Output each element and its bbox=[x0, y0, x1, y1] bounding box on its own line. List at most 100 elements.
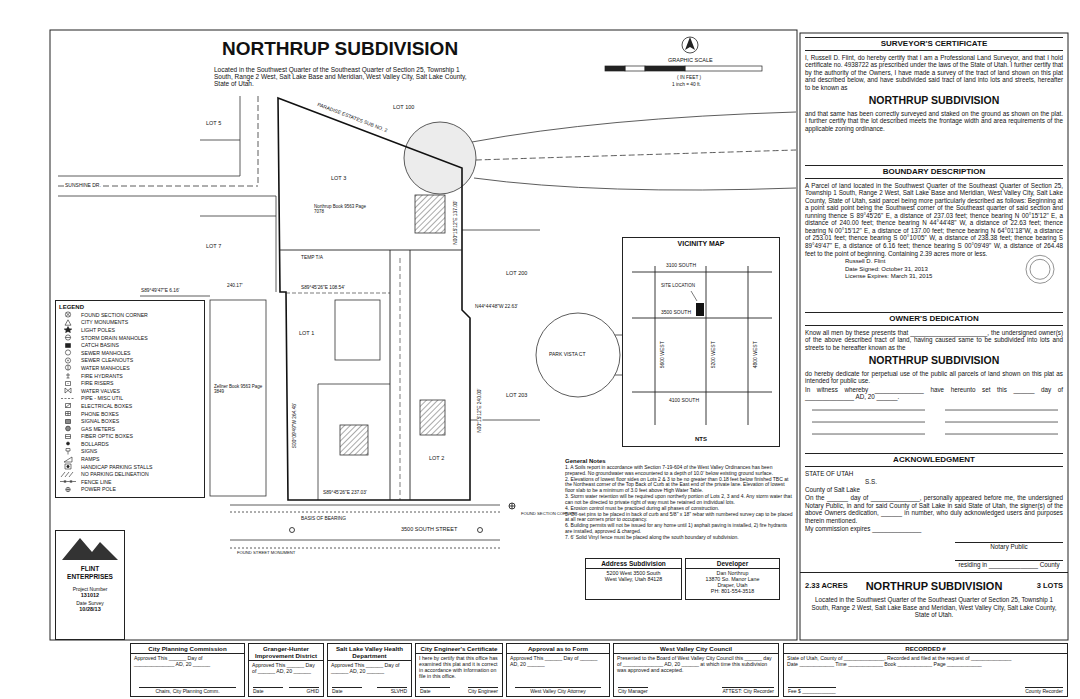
graphic-scale bbox=[625, 66, 645, 71]
certificate-section: OWNER'S DEDICATIONKnow all men by these … bbox=[804, 312, 1064, 446]
lot-line bbox=[286, 293, 390, 294]
legend-label: CITY MONUMENTS bbox=[81, 319, 128, 325]
legend-symbol bbox=[66, 434, 71, 438]
signature-line bbox=[812, 410, 925, 411]
legend-entry: FOUND SECTION CORNER bbox=[59, 311, 201, 319]
legend-symbol bbox=[59, 387, 77, 394]
legend-symbol bbox=[65, 350, 70, 355]
plan-label: SUNSHINE DR. bbox=[64, 183, 102, 189]
legend-label: FIRE RISERS bbox=[81, 380, 114, 386]
legend-symbol bbox=[65, 337, 70, 338]
legend-label: SIGNAL BOXES bbox=[81, 418, 119, 424]
section-heading: BOUNDARY DESCRIPTION bbox=[805, 165, 1063, 179]
signature-caption: SLVHD bbox=[377, 687, 407, 695]
company-logo bbox=[62, 538, 118, 560]
box-heading: City Planning Commission bbox=[131, 645, 244, 654]
site-location-marker bbox=[696, 303, 704, 316]
plan-label: 3100 SOUTH bbox=[665, 263, 697, 269]
vicinity-street bbox=[632, 272, 772, 273]
legend-symbol bbox=[59, 364, 77, 371]
box-text: West Valley, Utah 84128 bbox=[588, 576, 679, 582]
signature-caption: Fee $ ____________ bbox=[788, 687, 836, 695]
legend-label: GAS METERS bbox=[81, 426, 115, 432]
plan-label: ( IN FEET ) bbox=[676, 75, 702, 80]
legend-symbol bbox=[67, 442, 70, 445]
plan-label: S89°45'26"E 237.03' bbox=[322, 490, 368, 495]
vicinity-street bbox=[748, 266, 749, 425]
legend-entry: CITY MONUMENTS bbox=[59, 319, 201, 327]
legend-symbol bbox=[61, 398, 75, 399]
legend-label: WATER VALVES bbox=[81, 388, 120, 394]
body-text: Know all men by these presents that ____… bbox=[805, 329, 1063, 352]
legend-symbol bbox=[65, 312, 70, 317]
subdivision-name: NORTHRUP SUBDIVISION bbox=[805, 354, 1063, 367]
sheet-frame bbox=[50, 30, 1068, 640]
signature-caption: West Valley City Attorney bbox=[515, 687, 601, 695]
legend-symbol bbox=[64, 327, 72, 333]
legend-symbol bbox=[60, 480, 76, 483]
body-text: County of Salt Lake bbox=[805, 486, 1063, 494]
plan-label: LOT 200 bbox=[505, 270, 528, 276]
legend-entry: RAMPS bbox=[59, 455, 201, 463]
note-text: 4. Erosion control must be practiced dur… bbox=[565, 506, 793, 512]
plan-label: 5200 WEST bbox=[710, 340, 716, 369]
box-text: Approved This ______ Day of ______ AD, 2… bbox=[331, 663, 408, 675]
legend-entry: HANDICAP PARKING STALLS bbox=[59, 463, 201, 471]
surveyor-seal bbox=[1026, 255, 1054, 283]
plan-label: Zellner Book 9563 Page 3849 bbox=[213, 385, 265, 395]
vicinity-street bbox=[632, 318, 772, 319]
plan-label: N00°15'12"E 137.00' bbox=[453, 199, 458, 245]
plan-label: 4800 WEST bbox=[752, 340, 758, 369]
sheet-title: NORTHRUP SUBDIVISION bbox=[222, 39, 458, 60]
graphic-scale bbox=[685, 66, 762, 71]
north-arrow bbox=[682, 37, 698, 53]
vicinity-street bbox=[691, 291, 697, 301]
legend-entry: BOLLARDS bbox=[59, 440, 201, 448]
legend-entry: GAS METERS bbox=[59, 425, 201, 433]
legend-symbol bbox=[64, 457, 72, 462]
subdivision-boundary bbox=[278, 98, 470, 500]
legend-symbol bbox=[59, 456, 77, 463]
legend-label: RAMPS bbox=[81, 456, 99, 462]
legend-symbol bbox=[65, 358, 70, 363]
monument-symbol bbox=[509, 503, 515, 509]
vicinity-street bbox=[655, 266, 656, 425]
legend-symbol bbox=[59, 326, 77, 333]
lot-line bbox=[280, 250, 462, 500]
street-line bbox=[230, 512, 500, 513]
signature-text: Date Signed: October 31, 2013 bbox=[805, 266, 1063, 274]
signature-caption: Date bbox=[420, 687, 450, 695]
legend-entry: CATCH BASINS bbox=[59, 341, 201, 349]
signature-caption: Date bbox=[332, 687, 362, 695]
note-text: 3. Storm water retention will be require… bbox=[565, 494, 793, 505]
signature-caption: City Engineer bbox=[468, 687, 498, 695]
legend-symbol bbox=[67, 465, 69, 467]
plan-label: 3500 SOUTH STREET bbox=[400, 526, 458, 532]
legend-entry: SIGNS bbox=[59, 448, 201, 456]
vicinity-street bbox=[632, 266, 772, 425]
street-line bbox=[462, 230, 540, 231]
legend-symbol bbox=[66, 373, 70, 378]
plan-label: SITE LOCATION bbox=[660, 284, 696, 289]
certificate-section: ACKNOWLEDGMENTSTATE OF UTAHS.S.County of… bbox=[804, 453, 1064, 568]
street-line bbox=[230, 505, 500, 506]
legend-entry: PIPE - MISC UTIL bbox=[59, 395, 201, 403]
legend-entry: ELECTRICAL BOXES bbox=[59, 402, 201, 410]
body-text: and that same has been correctly surveye… bbox=[805, 110, 1063, 133]
legend-symbol bbox=[68, 360, 69, 362]
field-name: Date Survey bbox=[58, 600, 122, 606]
plan-label: PARK VISTA CT bbox=[548, 352, 587, 358]
existing-structure bbox=[415, 195, 445, 233]
legend-label: SEWER CLEANOUTS bbox=[81, 357, 133, 363]
legend-label: ELECTRICAL BOXES bbox=[81, 403, 132, 409]
box-heading: Granger-Hunter Improvement District bbox=[249, 645, 323, 661]
box-text: Presented to the Board of West Valley Ci… bbox=[617, 656, 775, 674]
legend-label: LIGHT POLES bbox=[81, 327, 115, 333]
neighbor-building bbox=[210, 300, 266, 496]
legend-symbol bbox=[65, 365, 70, 370]
site-location-marker bbox=[696, 303, 704, 316]
box-heading: City Engineer's Certificate bbox=[416, 645, 502, 654]
legend-entry: SEWER MANHOLES bbox=[59, 349, 201, 357]
street-line bbox=[615, 375, 622, 376]
